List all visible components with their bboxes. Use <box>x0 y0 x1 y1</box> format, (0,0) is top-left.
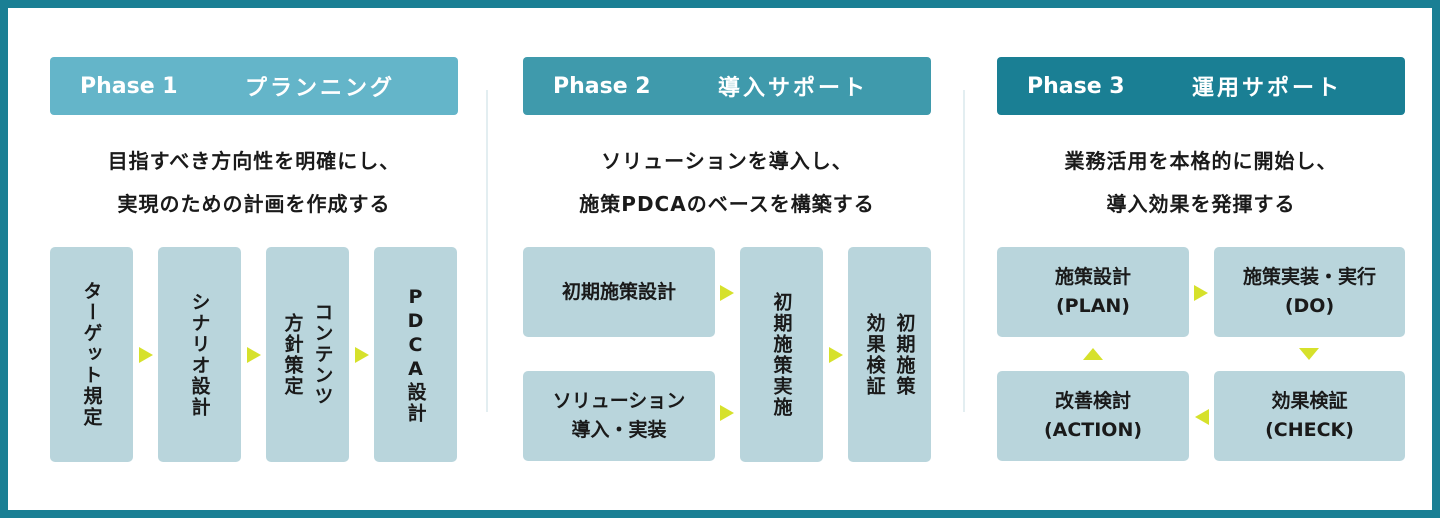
step-label: 施策設計(PLAN) <box>1054 266 1131 317</box>
step-scenario: シナリオ設計 <box>158 247 241 462</box>
step-initial-execute: 初期施策実施 <box>740 247 823 462</box>
step-label: 初期施策設計 <box>561 280 676 303</box>
step-content: コンテンツ方針策定 <box>266 247 349 462</box>
phase-1-header: Phase 1 プランニング <box>50 57 458 115</box>
arrow-right-icon <box>829 347 843 363</box>
step-plan: 施策設計(PLAN) <box>997 247 1189 337</box>
step-check: 効果検証(CHECK) <box>1214 371 1405 461</box>
arrow-left-icon <box>1195 409 1209 425</box>
step-label: シナリオ設計 <box>188 291 211 418</box>
step-label: 初期施策効果検証 <box>863 312 916 397</box>
step-initial-design: 初期施策設計 <box>523 247 715 337</box>
step-label: ソリューション導入・実装 <box>552 390 686 441</box>
arrow-right-icon <box>720 285 734 301</box>
step-label: PDCA設計 <box>404 285 427 424</box>
step-label: 施策実装・実行(DO) <box>1242 266 1376 317</box>
desc-line: ソリューションを導入し、 <box>601 149 853 173</box>
phase-title: プランニング <box>245 76 396 101</box>
step-target: ターゲット規定 <box>50 247 133 462</box>
step-label: 効果検証(CHECK) <box>1265 390 1354 441</box>
arrow-right-icon <box>139 347 153 363</box>
desc-line: 目指すべき方向性を明確にし、 <box>107 149 401 173</box>
step-solution-install: ソリューション導入・実装 <box>523 371 715 461</box>
step-label: 改善検討(ACTION) <box>1043 390 1143 441</box>
phase-label: Phase 2 <box>553 73 651 99</box>
step-do: 施策実装・実行(DO) <box>1214 247 1405 337</box>
arrow-right-icon <box>720 405 734 421</box>
arrow-right-icon <box>247 347 261 363</box>
divider <box>963 90 965 412</box>
arrow-down-icon <box>1299 348 1319 360</box>
phase-label: Phase 1 <box>80 73 178 99</box>
divider <box>486 90 488 412</box>
phase-2-description: ソリューションを導入し、 施策PDCAのベースを構築する <box>523 140 931 226</box>
desc-line: 実現のための計画を作成する <box>117 192 391 216</box>
phase-title: 導入サポート <box>718 76 869 101</box>
step-action: 改善検討(ACTION) <box>997 371 1189 461</box>
phase-1-description: 目指すべき方向性を明確にし、 実現のための計画を作成する <box>50 140 458 226</box>
phase-3-header: Phase 3 運用サポート <box>997 57 1405 115</box>
step-label: 初期施策実施 <box>770 291 793 418</box>
desc-line: 導入効果を発揮する <box>1106 192 1296 216</box>
step-label: ターゲット規定 <box>80 281 103 428</box>
desc-line: 業務活用を本格的に開始し、 <box>1064 149 1338 173</box>
phase-3-description: 業務活用を本格的に開始し、 導入効果を発揮する <box>997 140 1405 226</box>
arrow-right-icon <box>355 347 369 363</box>
step-initial-verify: 初期施策効果検証 <box>848 247 931 462</box>
phase-2-header: Phase 2 導入サポート <box>523 57 931 115</box>
step-label: コンテンツ方針策定 <box>281 302 334 407</box>
arrow-up-icon <box>1083 348 1103 360</box>
phase-title: 運用サポート <box>1192 76 1343 101</box>
phase-label: Phase 3 <box>1027 73 1125 99</box>
step-pdca: PDCA設計 <box>374 247 457 462</box>
desc-line: 施策PDCAのベースを構築する <box>579 192 875 216</box>
arrow-right-icon <box>1194 285 1208 301</box>
